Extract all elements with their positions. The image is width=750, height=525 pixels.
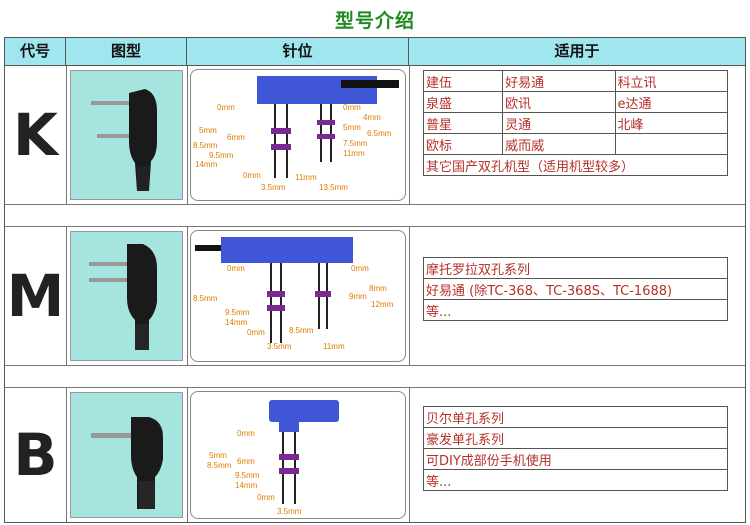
label-m-l85: 8.5mm <box>193 294 218 303</box>
usage-k-wide: 其它国产双孔机型（适用机型较多） <box>423 154 728 176</box>
label-m-lb0: 0mm <box>247 328 265 337</box>
row-spacer-2 <box>5 366 745 388</box>
usage-b-1: 豪发单孔系列 <box>423 427 728 449</box>
row-k: K <box>5 66 745 205</box>
usage-table-m: 摩托罗拉双孔系列 好易通 (除TC-368、TC-368S、TC-1688) 等… <box>423 257 728 321</box>
label-m-l14: 14mm <box>225 318 248 327</box>
label-m-lb35: 3.5mm <box>267 342 292 351</box>
label-m-r9: 9mm <box>349 292 367 301</box>
label-m-l0: 0mm <box>227 264 245 273</box>
label-k-l95: 9.5mm <box>209 151 234 160</box>
label-b-l0: 0mm <box>237 429 255 438</box>
label-k-l5: 5mm <box>199 126 217 135</box>
label-m-rb11: 11mm <box>323 342 345 351</box>
label-k-lb35: 3.5mm <box>261 183 286 192</box>
usage-m-0: 摩托罗拉双孔系列 <box>423 257 728 279</box>
usage-b-2: 可DIY成部份手机使用 <box>423 448 728 470</box>
usage-k-2-1: 灵通 <box>502 112 616 134</box>
page-title: 型号介绍 <box>334 10 415 32</box>
header-pins: 针位 <box>187 38 409 66</box>
label-k-r75: 7.5mm <box>343 139 368 148</box>
usage-m-1: 好易通 (除TC-368、TC-368S、TC-1688) <box>423 278 728 300</box>
label-k-l6: 6mm <box>227 133 245 142</box>
usage-cell-b: 贝尔单孔系列 豪发单孔系列 可DIY成部份手机使用 等... <box>409 388 745 522</box>
code-b: B <box>5 388 67 522</box>
label-b-l5: 5mm <box>209 451 227 460</box>
code-m: M <box>5 227 67 365</box>
image-cell-m <box>66 227 188 365</box>
row-spacer-1 <box>5 205 745 227</box>
usage-k-1-1: 欧讯 <box>502 91 616 113</box>
image-cell-b <box>66 388 188 522</box>
label-k-r5: 5mm <box>343 123 361 132</box>
pin-diagram-m: 0mm 8.5mm 9.5mm 14mm 0mm 3.5mm 0mm 8mm 9… <box>190 230 406 362</box>
usage-k-3-2 <box>614 133 729 155</box>
code-k: K <box>5 66 67 204</box>
usage-cell-m: 摩托罗拉双孔系列 好易通 (除TC-368、TC-368S、TC-1688) 等… <box>409 227 745 365</box>
label-b-l6: 6mm <box>237 457 255 466</box>
label-k-r4: 4mm <box>363 113 381 122</box>
label-k-rb135: 13.5mm <box>319 183 348 192</box>
label-k-l85: 8.5mm <box>193 141 218 150</box>
usage-m-2: 等... <box>423 299 728 321</box>
label-k-r65: 6.5mm <box>367 129 392 138</box>
label-k-l0: 0mm <box>217 103 235 112</box>
label-b-lb0: 0mm <box>257 493 275 502</box>
label-b-l95: 9.5mm <box>235 471 260 480</box>
usage-k-0-1: 好易通 <box>502 70 616 92</box>
usage-k-0-0: 建伍 <box>422 70 504 92</box>
header-code: 代号 <box>5 38 66 66</box>
label-m-r12: 12mm <box>371 300 394 309</box>
label-m-r0: 0mm <box>351 264 369 273</box>
usage-k-2-2: 北峰 <box>614 112 729 134</box>
pin-diagram-k: 0mm 5mm 6mm 8.5mm 9.5mm 14mm 0mm 3.5mm 0… <box>190 69 406 201</box>
row-b: B 0mm <box>5 388 745 522</box>
label-k-lb0: 0mm <box>243 171 261 180</box>
usage-k-0-2: 科立讯 <box>614 70 729 92</box>
label-k-rb11: 11mm <box>295 173 317 182</box>
usage-k-1-2: e达通 <box>614 91 729 113</box>
label-b-l85: 8.5mm <box>207 461 232 470</box>
header-usage: 适用于 <box>409 38 745 66</box>
plug-b-photo <box>70 392 183 518</box>
usage-k-3-1: 威而威 <box>502 133 616 155</box>
pin-diagram-b: 0mm 5mm 8.5mm 6mm 9.5mm 14mm 0mm 3.5mm <box>190 391 406 519</box>
model-table: 代号 图型 针位 适用于 K <box>4 37 746 523</box>
pin-cell-m: 0mm 8.5mm 9.5mm 14mm 0mm 3.5mm 0mm 8mm 9… <box>187 227 410 365</box>
usage-b-0: 贝尔单孔系列 <box>423 406 728 428</box>
pin-cell-b: 0mm 5mm 8.5mm 6mm 9.5mm 14mm 0mm 3.5mm <box>187 388 410 522</box>
label-k-r11: 11mm <box>343 149 365 158</box>
usage-k-3-0: 欧标 <box>422 133 504 155</box>
plug-m-photo <box>70 231 183 361</box>
plug-k-photo <box>70 70 183 200</box>
label-b-lb35: 3.5mm <box>277 507 302 516</box>
label-k-r0: 0mm <box>343 103 361 112</box>
label-k-l14: 14mm <box>195 160 218 169</box>
label-m-l95: 9.5mm <box>225 308 250 317</box>
label-b-l14: 14mm <box>235 481 258 490</box>
row-m: M <box>5 227 745 366</box>
image-cell-k <box>66 66 188 204</box>
usage-k-1-0: 泉盛 <box>422 91 504 113</box>
header-image: 图型 <box>66 38 187 66</box>
usage-k-2-0: 普星 <box>422 112 504 134</box>
label-m-r8: 8mm <box>369 284 387 293</box>
usage-table-b: 贝尔单孔系列 豪发单孔系列 可DIY成部份手机使用 等... <box>423 406 728 491</box>
pin-cell-k: 0mm 5mm 6mm 8.5mm 9.5mm 14mm 0mm 3.5mm 0… <box>187 66 410 204</box>
usage-b-3: 等... <box>423 469 728 491</box>
label-m-rb85: 8.5mm <box>289 326 314 335</box>
